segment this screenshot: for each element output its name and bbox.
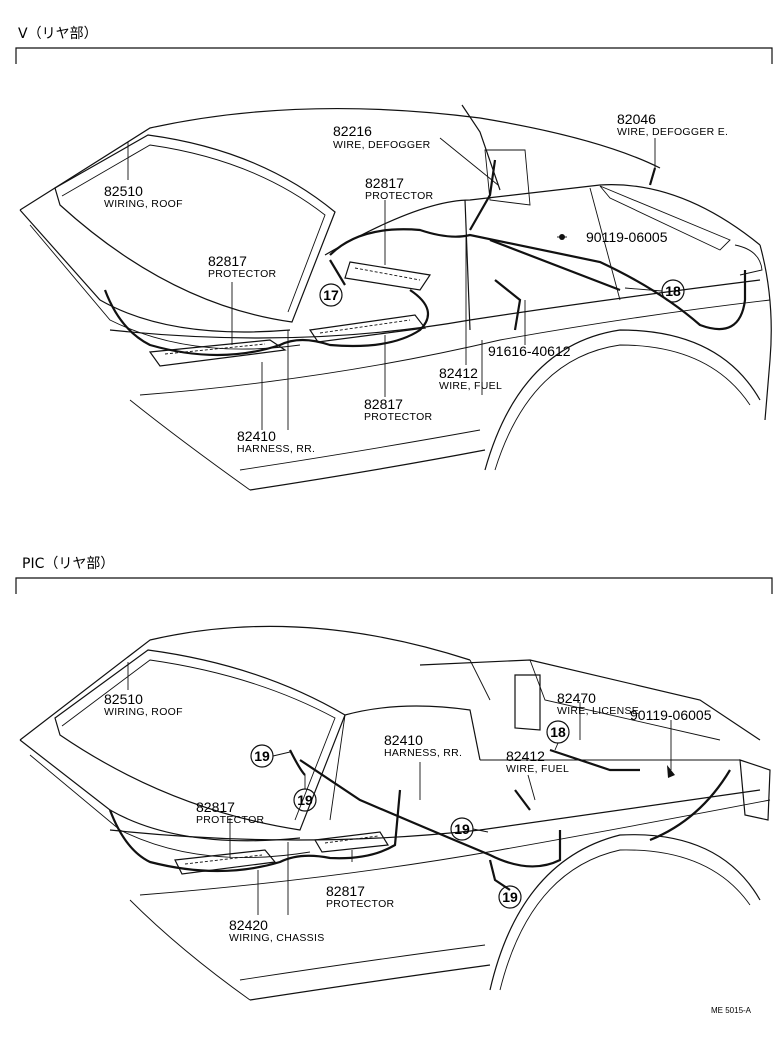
part-91616-v: 91616-40612 xyxy=(488,343,571,359)
callout-17: 17 xyxy=(319,283,343,307)
svg-text:WIRING, ROOF: WIRING, ROOF xyxy=(104,198,183,210)
svg-text:82412: 82412 xyxy=(506,748,545,764)
svg-text:82510: 82510 xyxy=(104,691,143,707)
drawing-code: ME 5015-A xyxy=(711,1006,752,1015)
svg-text:90119-06005: 90119-06005 xyxy=(630,707,712,723)
svg-text:PROTECTOR: PROTECTOR xyxy=(326,898,395,910)
part-82817-pic-1: 82817 PROTECTOR xyxy=(196,799,265,826)
callout-19-d: 19 xyxy=(498,885,522,909)
part-82412-v: 82412 WIRE, FUEL xyxy=(439,365,502,392)
svg-text:PROTECTOR: PROTECTOR xyxy=(365,190,434,202)
part-82817-pic-2: 82817 PROTECTOR xyxy=(326,883,395,910)
svg-text:82412: 82412 xyxy=(439,365,478,381)
callout-18-v: 18 xyxy=(624,279,685,303)
protectors-v xyxy=(148,261,432,367)
svg-text:19: 19 xyxy=(454,821,470,837)
svg-text:82817: 82817 xyxy=(364,396,403,412)
svg-text:82410: 82410 xyxy=(237,428,276,444)
section-frame-pic xyxy=(15,577,773,594)
svg-text:82817: 82817 xyxy=(326,883,365,899)
leaders-v xyxy=(127,137,656,430)
svg-text:19: 19 xyxy=(297,792,313,808)
part-82046-v: 82046 WIRE, DEFOGGER E. xyxy=(617,111,728,138)
part-82410-v: 82410 HARNESS, RR. xyxy=(237,428,315,455)
wires-v xyxy=(103,159,747,357)
svg-text:HARNESS, RR.: HARNESS, RR. xyxy=(237,443,315,455)
svg-text:PROTECTOR: PROTECTOR xyxy=(364,411,433,423)
callout-19-a: 19 xyxy=(250,744,291,768)
part-90119-pic: 90119-06005 xyxy=(630,707,712,778)
svg-text:PROTECTOR: PROTECTOR xyxy=(208,268,277,280)
svg-text:82046: 82046 xyxy=(617,111,656,127)
svg-text:82817: 82817 xyxy=(196,799,235,815)
svg-text:82817: 82817 xyxy=(365,175,404,191)
part-82510-v: 82510 WIRING, ROOF xyxy=(104,183,183,210)
section-header-v: V（リヤ部） xyxy=(18,26,98,42)
svg-text:WIRE, DEFOGGER: WIRE, DEFOGGER xyxy=(333,139,431,151)
part-82510-pic: 82510 WIRING, ROOF xyxy=(104,691,183,718)
part-82817-v-1: 82817 PROTECTOR xyxy=(365,175,434,202)
svg-text:19: 19 xyxy=(502,889,518,905)
svg-text:HARNESS, RR.: HARNESS, RR. xyxy=(384,747,462,759)
car-outline-pic xyxy=(19,625,771,1001)
car-outline-v xyxy=(19,104,772,491)
part-82470-pic: 82470 WIRE, LICENSE xyxy=(557,690,639,717)
part-82412-pic: 82412 WIRE, FUEL xyxy=(506,748,569,775)
part-82817-v-2: 82817 PROTECTOR xyxy=(208,253,277,280)
svg-text:WIRE, FUEL: WIRE, FUEL xyxy=(506,763,569,775)
part-82420-pic: 82420 WIRING, CHASSIS xyxy=(229,917,325,944)
part-82216-v: 82216 WIRE, DEFOGGER xyxy=(333,123,431,151)
svg-text:WIRING, CHASSIS: WIRING, CHASSIS xyxy=(229,932,325,944)
svg-text:82410: 82410 xyxy=(384,732,423,748)
svg-text:82817: 82817 xyxy=(208,253,247,269)
svg-text:18: 18 xyxy=(665,283,681,299)
section-frame-v xyxy=(15,47,773,64)
svg-text:91616-40612: 91616-40612 xyxy=(488,343,571,359)
callout-19-c: 19 xyxy=(450,817,489,841)
part-82410-pic: 82410 HARNESS, RR. xyxy=(384,732,462,759)
part-82817-v-3: 82817 PROTECTOR xyxy=(364,396,433,423)
svg-text:WIRING, ROOF: WIRING, ROOF xyxy=(104,706,183,718)
svg-text:WIRE, FUEL: WIRE, FUEL xyxy=(439,380,502,392)
svg-text:82420: 82420 xyxy=(229,917,268,933)
svg-text:90119-06005: 90119-06005 xyxy=(586,229,668,245)
svg-text:18: 18 xyxy=(550,724,566,740)
part-90119-v: 90119-06005 xyxy=(559,229,668,245)
svg-text:82470: 82470 xyxy=(557,690,596,706)
svg-text:82510: 82510 xyxy=(104,183,143,199)
wires-pic xyxy=(108,748,731,891)
section-header-pic: PIC（リヤ部） xyxy=(22,556,114,572)
callout-19-b: 19 xyxy=(293,775,317,812)
svg-text:WIRE, DEFOGGER E.: WIRE, DEFOGGER E. xyxy=(617,126,728,138)
svg-text:WIRE, LICENSE: WIRE, LICENSE xyxy=(557,705,639,717)
svg-text:PROTECTOR: PROTECTOR xyxy=(196,814,265,826)
protectors-pic xyxy=(174,831,390,875)
callout-18-pic: 18 xyxy=(546,720,570,751)
svg-text:82216: 82216 xyxy=(333,123,372,139)
leaders-pic xyxy=(127,662,672,915)
svg-text:17: 17 xyxy=(323,287,339,303)
svg-text:19: 19 xyxy=(254,748,270,764)
